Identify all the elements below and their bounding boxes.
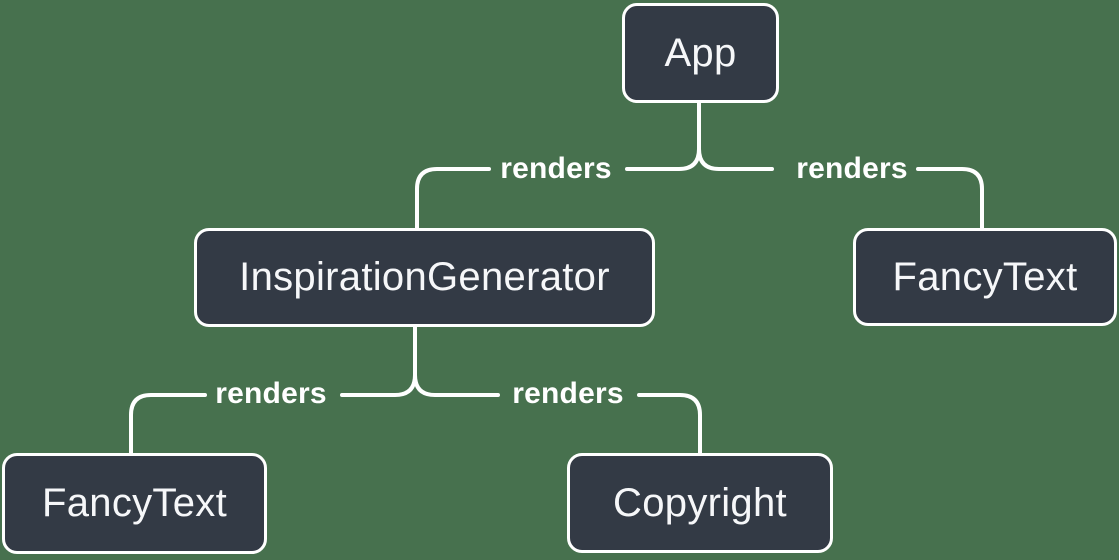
node-fancy-text-top: FancyText: [853, 228, 1117, 326]
edge-inspirationgenerator-copyright: [413, 325, 702, 455]
edge-label-renders: renders: [500, 152, 612, 185]
edge-label-renders: renders: [512, 377, 624, 410]
node-app: App: [622, 3, 779, 103]
node-copyright-label: Copyright: [613, 480, 787, 525]
edge-app-fancytext: [697, 101, 984, 230]
node-fancy-text-top-label: FancyText: [892, 254, 1078, 299]
node-inspiration-generator: InspirationGenerator: [194, 228, 655, 327]
node-app-label: App: [664, 30, 737, 75]
edge-label-renders: renders: [215, 377, 327, 410]
edge-label-renders: renders: [796, 152, 908, 185]
node-copyright: Copyright: [567, 453, 833, 553]
node-inspiration-generator-label: InspirationGenerator: [239, 255, 610, 299]
node-fancy-text-bottom-label: FancyText: [42, 481, 227, 525]
node-fancy-text-bottom: FancyText: [2, 453, 267, 554]
